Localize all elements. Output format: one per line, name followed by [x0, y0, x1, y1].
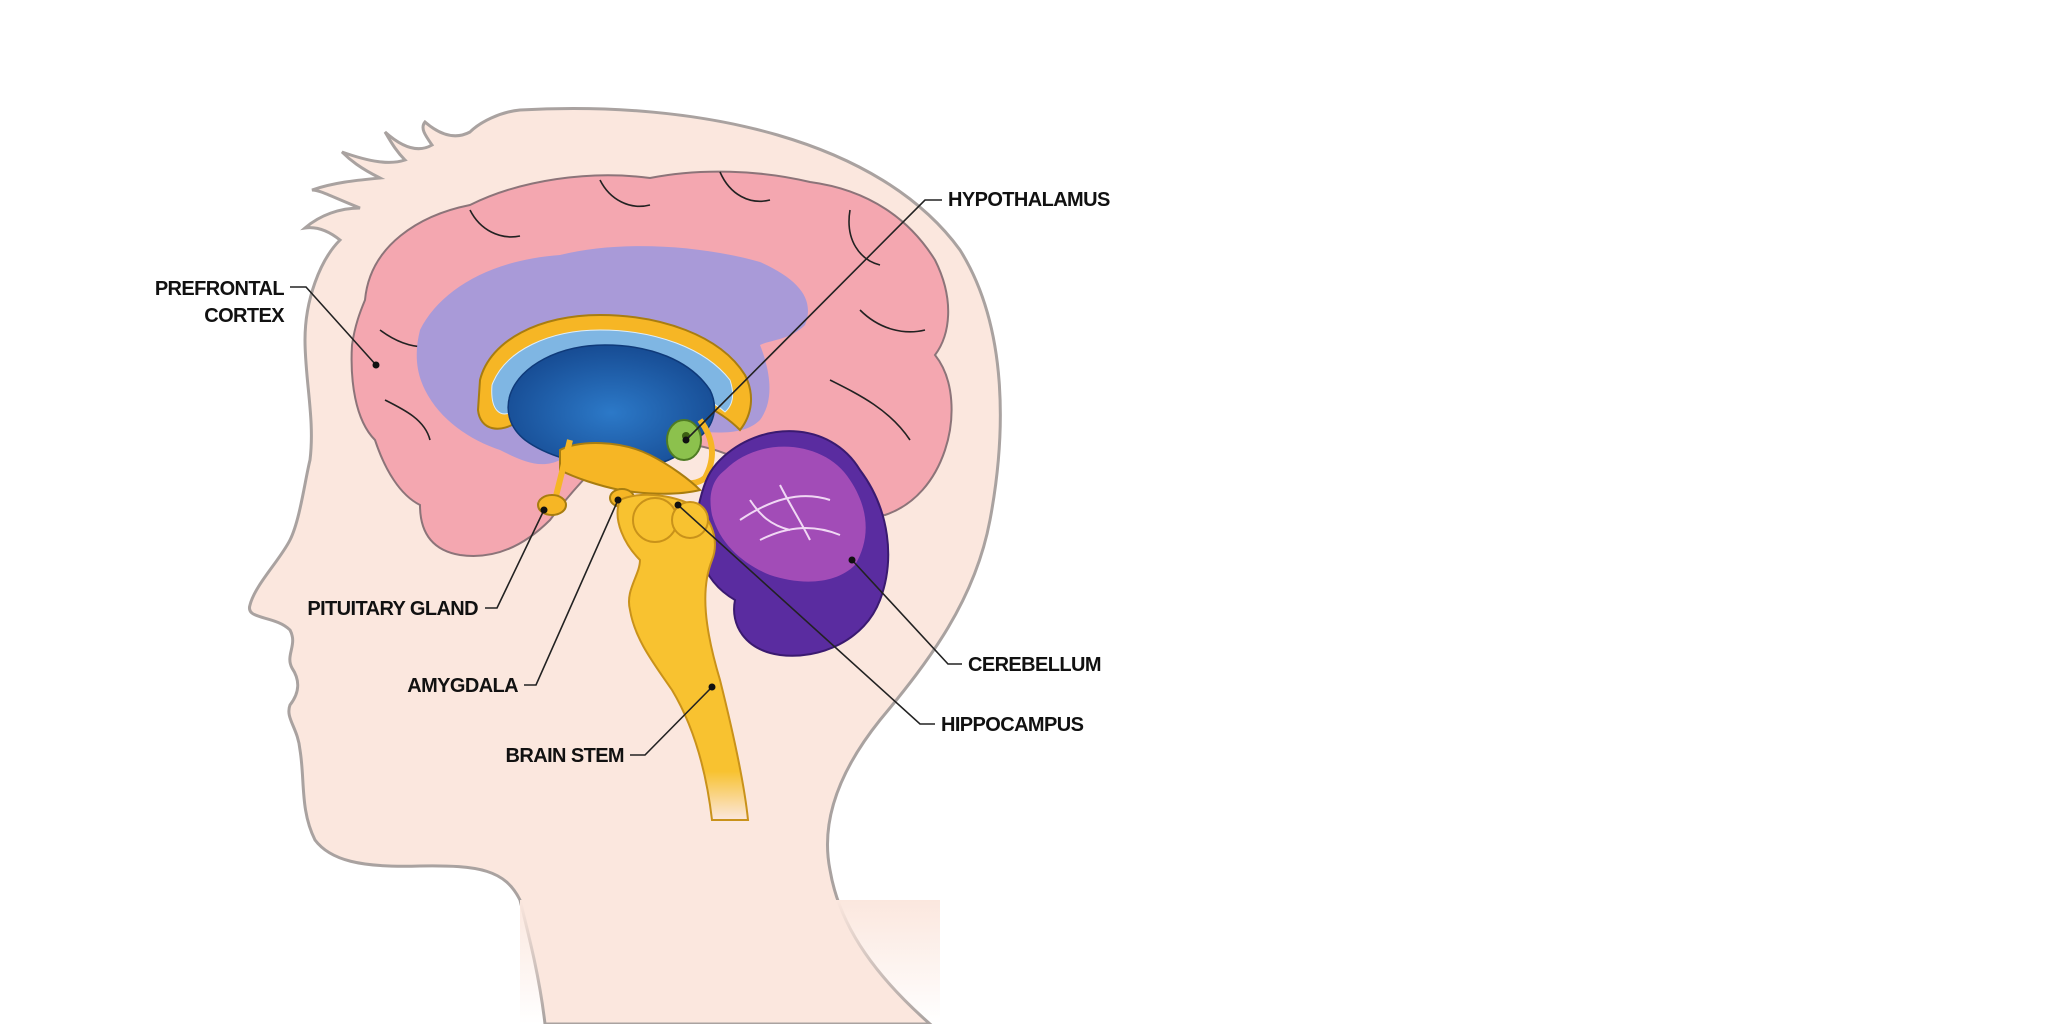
leader-pituitary [485, 509, 545, 609]
label-hypothalamus: HYPOTHALAMUS [948, 189, 1110, 211]
gyrus-line [848, 209, 881, 266]
thalamus-connector [559, 442, 702, 495]
label-brain-stem: BRAIN STEM [506, 745, 624, 767]
gyrus-line [384, 399, 431, 441]
dot-prefrontal [372, 361, 380, 369]
neck-fade [520, 900, 940, 1024]
dot-brain-stem [708, 683, 716, 691]
brain-stem-structure [616, 493, 750, 821]
leader-brain-stem [630, 686, 713, 756]
midbrain-bulge [671, 501, 709, 539]
dot-pituitary [540, 506, 548, 514]
leader-hypothalamus [685, 199, 942, 441]
leader-amygdala [524, 499, 619, 686]
cerebellum-inner [710, 446, 866, 582]
label-cerebellum: CEREBELLUM [968, 654, 1101, 676]
dot-hippocampus [674, 501, 682, 509]
gyrus-line [469, 209, 521, 238]
cerebellum-structure [695, 430, 890, 657]
arbor-vitae [739, 484, 841, 541]
leader-lines [290, 199, 962, 756]
label-amygdala: AMYGDALA [407, 675, 518, 697]
labels: PREFRONTAL CORTEX HYPOTHALAMUS PITUITARY… [155, 189, 1111, 767]
label-hippocampus: HIPPOCAMPUS [941, 714, 1084, 736]
dot-cerebellum [848, 556, 856, 564]
leader-hippocampus [677, 504, 935, 725]
gyrus-line [859, 309, 926, 333]
gyrus-line [599, 179, 651, 207]
label-pituitary-gland: PITUITARY GLAND [307, 598, 478, 620]
brain-stem [616, 493, 750, 821]
gyrus-line [719, 171, 771, 202]
label-prefrontal-cortex-line2: CORTEX [204, 305, 285, 327]
leader-prefrontal [290, 286, 377, 366]
dot-hypothalamus [682, 436, 690, 444]
gyrus-line [829, 379, 911, 441]
leader-cerebellum [851, 559, 962, 665]
label-prefrontal-cortex-line1: PREFRONTAL [155, 278, 285, 300]
pons-bulge [632, 497, 678, 543]
dot-amygdala [614, 496, 622, 504]
